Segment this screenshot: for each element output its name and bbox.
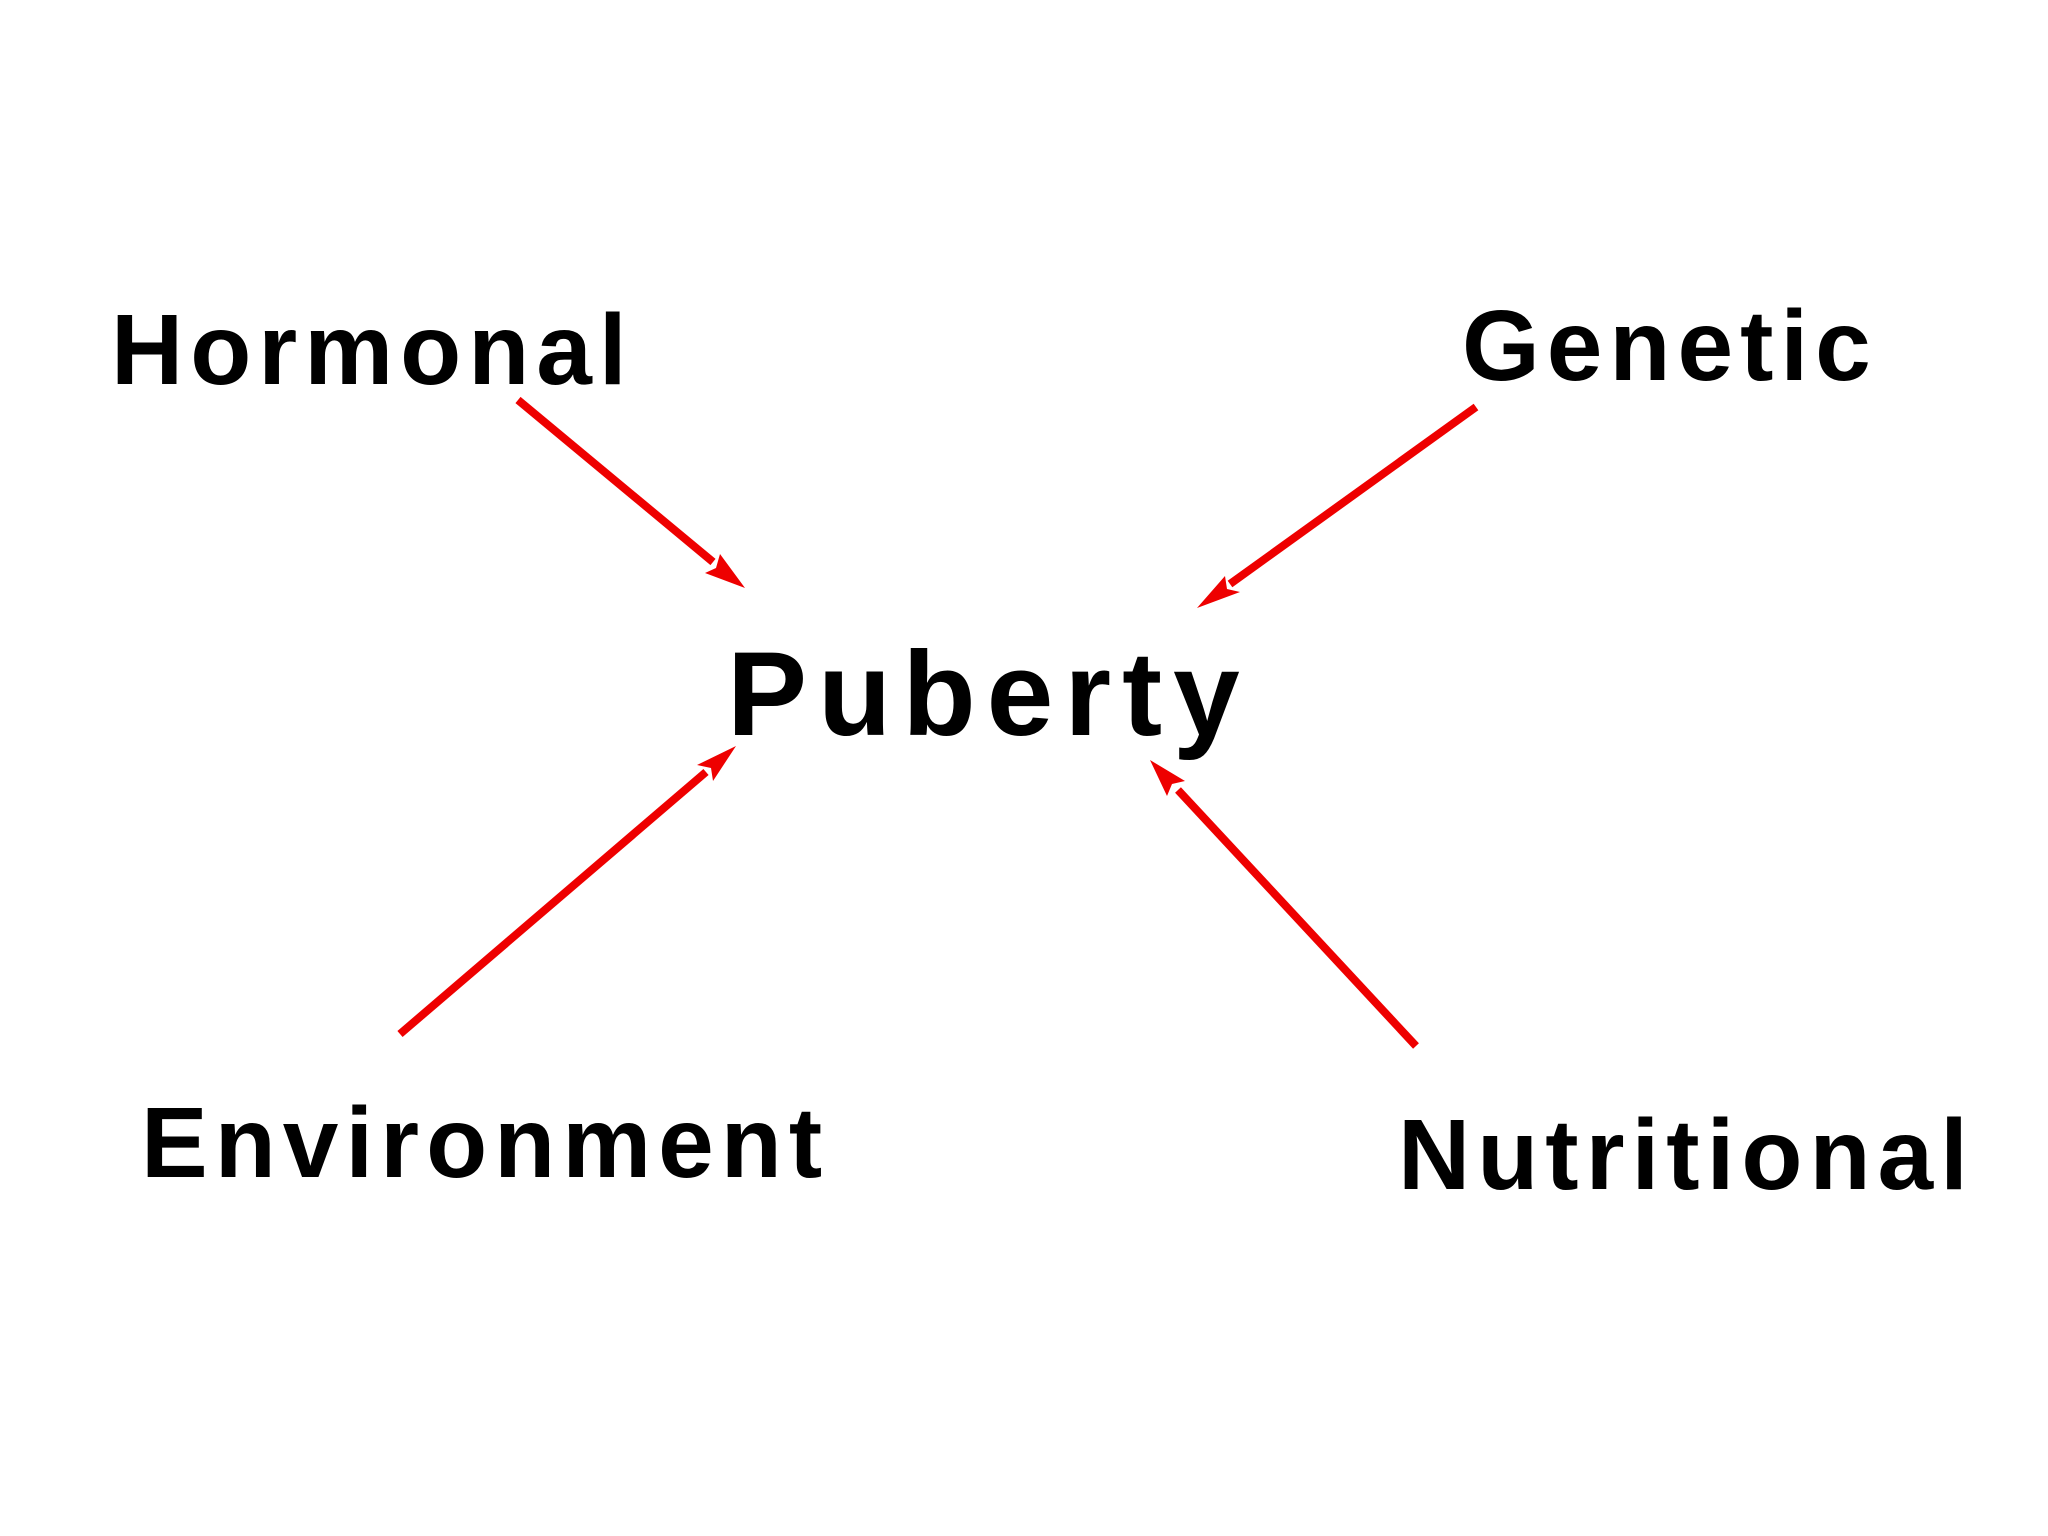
- arrow-environment-to-puberty: [397, 746, 736, 1038]
- factor-label-environment: Environment: [141, 1087, 830, 1199]
- factor-label-nutritional: Nutritional: [1398, 1099, 1975, 1211]
- factor-label-genetic: Genetic: [1462, 290, 1878, 402]
- center-label-puberty: Puberty: [727, 627, 1251, 761]
- arrow-genetic-to-puberty: [1197, 403, 1479, 608]
- arrow-nutritional-to-puberty: [1150, 760, 1419, 1049]
- factor-label-hormonal: Hormonal: [111, 294, 634, 406]
- arrow-hormonal-to-puberty: [515, 396, 745, 588]
